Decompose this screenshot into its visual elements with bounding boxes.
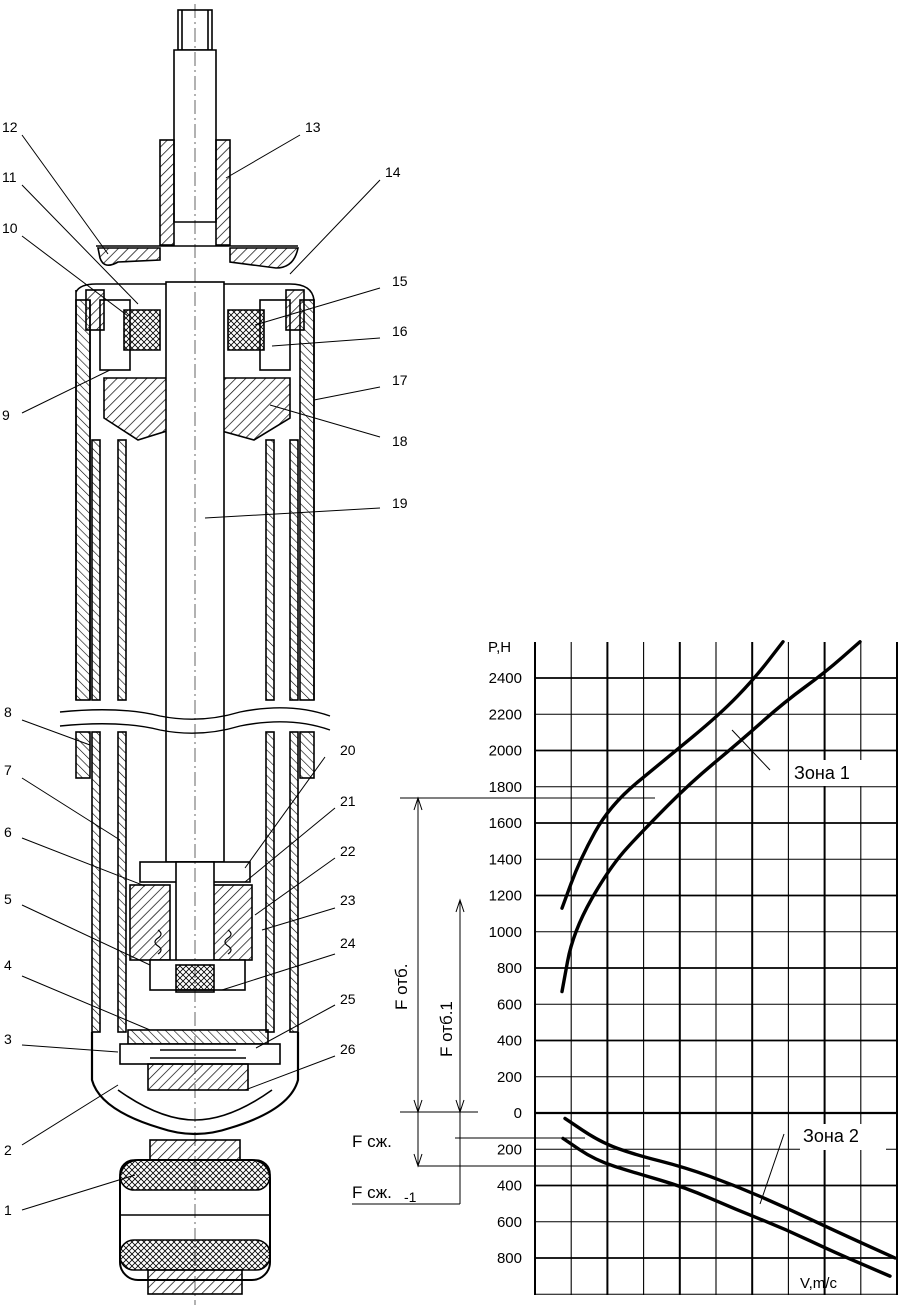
y-tick-label: 2000 xyxy=(489,743,522,760)
part-number: 1 xyxy=(4,1202,12,1218)
y-tick-label: 1800 xyxy=(489,779,522,796)
part-number: 7 xyxy=(4,762,12,778)
y-tick-labels: 2400220020001800160014001200100080060040… xyxy=(489,670,522,1267)
part-number: 2 xyxy=(4,1142,12,1158)
y-tick-label: 200 xyxy=(497,1141,522,1158)
series-curve xyxy=(560,640,862,994)
y-tick-label: 400 xyxy=(497,1178,522,1195)
part-number: 25 xyxy=(340,991,356,1007)
force-velocity-chart: 2400220020001800160014001200100080060040… xyxy=(352,639,898,1295)
y-tick-label: 200 xyxy=(497,1069,522,1086)
zone-2-label: Зона 2 xyxy=(803,1126,859,1146)
y-tick-label: 1600 xyxy=(489,815,522,832)
y-tick-label: 400 xyxy=(497,1033,522,1050)
y-tick-label: 600 xyxy=(497,1214,522,1231)
shock-absorber-drawing xyxy=(59,4,331,1305)
chart-grid xyxy=(534,642,898,1295)
x-axis-label: V,m/c xyxy=(800,1275,837,1292)
reservoir-tube xyxy=(91,439,299,1033)
y-tick-label: 800 xyxy=(497,1250,522,1267)
zone-1-annotation: Зона 1 xyxy=(731,729,870,786)
f-szh-label: F сж. xyxy=(352,1132,392,1151)
seal-assembly xyxy=(85,289,305,371)
part-number: 15 xyxy=(392,273,408,289)
y-tick-label: 1400 xyxy=(489,851,522,868)
part-number-labels: 1 2 3 4 5 6 7 8 9 10 11 12 13 14 15 16 1… xyxy=(2,119,408,1218)
zone-1-label: Зона 1 xyxy=(794,763,850,783)
y-tick-label: 1000 xyxy=(489,924,522,941)
series-curve xyxy=(563,1116,897,1260)
part-number: 10 xyxy=(2,220,18,236)
part-number: 22 xyxy=(340,843,356,859)
part-number: 13 xyxy=(305,119,321,135)
part-number: 18 xyxy=(392,433,408,449)
upper-cup xyxy=(97,247,299,269)
break-line xyxy=(59,707,331,720)
force-dimensions xyxy=(352,796,655,1205)
y-axis-label: P,H xyxy=(488,639,511,656)
part-number: 9 xyxy=(2,407,10,423)
y-tick-label: 2200 xyxy=(489,706,522,723)
part-number: 17 xyxy=(392,372,408,388)
compression-valve xyxy=(119,1029,281,1091)
y-tick-label: 600 xyxy=(497,996,522,1013)
piston-assembly xyxy=(129,861,253,993)
f-szh1-subscript: -1 xyxy=(404,1189,417,1205)
f-otb-label: F отб. xyxy=(392,964,411,1010)
part-number: 19 xyxy=(392,495,408,511)
piston-rod xyxy=(165,281,225,863)
part-number: 24 xyxy=(340,935,356,951)
y-tick-label: 2400 xyxy=(489,670,522,687)
part-number: 21 xyxy=(340,793,356,809)
series-curve xyxy=(560,640,785,910)
bottom-eye xyxy=(119,1139,271,1295)
part-number: 20 xyxy=(340,742,356,758)
f-otb1-label: F отб.1 xyxy=(437,1001,456,1057)
y-tick-label: 800 xyxy=(497,960,522,977)
series-curve xyxy=(561,1136,892,1278)
part-number: 16 xyxy=(392,323,408,339)
part-number: 26 xyxy=(340,1041,356,1057)
working-cylinder xyxy=(117,439,275,1033)
part-number: 3 xyxy=(4,1031,12,1047)
part-number: 8 xyxy=(4,704,12,720)
f-szh1-label: F сж. xyxy=(352,1183,392,1202)
part-number: 5 xyxy=(4,891,12,907)
spacer-tube xyxy=(159,139,231,246)
y-tick-label: 1200 xyxy=(489,888,522,905)
part-number: 11 xyxy=(2,169,17,185)
part-number: 14 xyxy=(385,164,401,180)
part-number: 6 xyxy=(4,824,12,840)
part-number: 12 xyxy=(2,119,18,135)
y-tick-label: 0 xyxy=(514,1105,522,1122)
chart-curves xyxy=(560,640,897,1278)
zone-2-annotation: Зона 2 xyxy=(759,1124,886,1205)
outer-casing xyxy=(75,283,315,779)
part-number: 4 xyxy=(4,957,12,973)
part-number: 23 xyxy=(340,892,356,908)
leader-lines xyxy=(21,134,381,1211)
